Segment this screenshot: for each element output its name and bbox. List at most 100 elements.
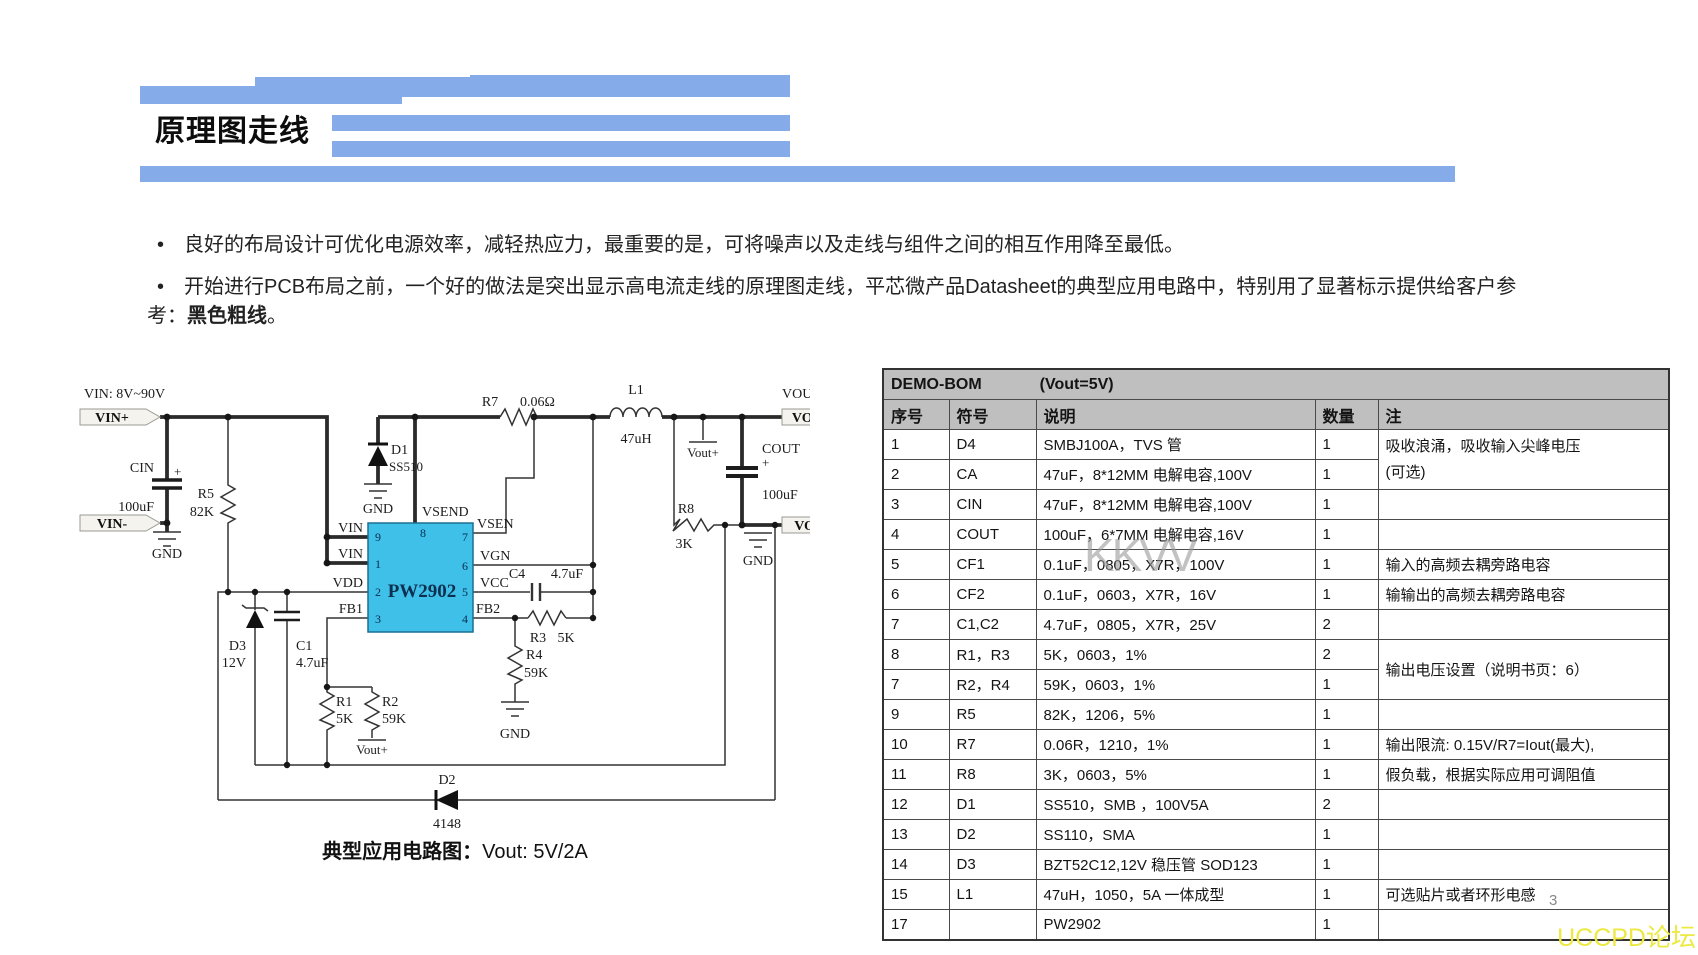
pin-4: 4	[462, 612, 468, 626]
label-vout-net-top: Vout+	[687, 445, 719, 460]
schematic-labels: VIN: 8V~90V VOUT: 5V CIN + 100uF GND R5 …	[84, 383, 810, 832]
header-bar-long	[140, 166, 1455, 182]
watermark: KKVV	[1084, 529, 1198, 581]
cell: 输出限流: 0.15V/R7=Iout(最大),	[1377, 729, 1670, 760]
cell: CF1	[948, 549, 1037, 580]
label-r7-value: 0.06Ω	[520, 395, 555, 410]
schematic-caption: 典型应用电路图：Vout: 5V/2A	[322, 839, 588, 863]
schematic-diagram: VIN+ VIN- VOUT+ VOUT- PW2902 9 1 2 3 8 7…	[79, 383, 810, 863]
cell: 47uF，8*12MM 电解电容,100V	[1035, 489, 1316, 520]
label-r2: R2	[382, 695, 398, 710]
label-d1: D1	[391, 443, 408, 458]
ic-pw2902: PW2902 9 1 2 3 8 7 6 5 4	[367, 522, 474, 633]
label-r3-value: 5K	[557, 631, 574, 646]
label-d2-value: 4148	[433, 817, 461, 832]
cell: 47uH，1050，5A 一体成型	[1035, 879, 1316, 910]
cell: 1	[1314, 819, 1379, 850]
forum-watermark: UCCPD论坛	[1557, 924, 1696, 952]
label-r8: R8	[678, 502, 694, 517]
label-r7: R7	[482, 395, 498, 410]
label-d1-value: SS510	[389, 459, 423, 474]
header-bar-right-1	[332, 115, 790, 131]
label-c4: C4	[509, 567, 525, 582]
terminal-vout-plus-label: VOUT+	[792, 411, 810, 426]
col-header-desc: 说明	[1035, 399, 1316, 430]
pin-3: 3	[375, 612, 381, 626]
pin-2: 2	[375, 585, 381, 599]
label-vin-pin1: VIN	[338, 547, 363, 562]
cell	[1377, 789, 1670, 820]
cell: SS110，SMA	[1035, 819, 1316, 850]
cell: 59K，0603，1%	[1035, 669, 1316, 700]
cell: 1	[1314, 759, 1379, 790]
cell: 0.1uF，0805，X7R，100V	[1035, 549, 1316, 580]
label-vgn: VGN	[480, 549, 510, 564]
label-gnd: GND	[743, 554, 773, 569]
cell	[1377, 609, 1670, 640]
col-header-qty: 数量	[1314, 399, 1379, 430]
terminal-vin-minus-label: VIN-	[97, 517, 128, 532]
cell: 0.1uF，0603，X7R，16V	[1035, 579, 1316, 610]
cell: SMBJ100A，TVS 管	[1035, 429, 1316, 460]
cell: 2	[1314, 639, 1379, 670]
cell: 3K，0603，5%	[1035, 759, 1316, 790]
schematic-caption-bold: 典型应用电路图：	[322, 839, 482, 863]
cell: D2	[948, 819, 1037, 850]
label-vout-rating: VOUT: 5V	[782, 387, 810, 402]
header-bar-right-2	[332, 141, 790, 157]
cell: 1	[1314, 849, 1379, 880]
ic-name: PW2902	[388, 581, 457, 602]
cell: CF2	[948, 579, 1037, 610]
label-gnd: GND	[363, 502, 393, 517]
table-header-row: 序号 符号 说明 数量 注	[882, 399, 1670, 430]
col-header-no: 序号	[882, 399, 950, 430]
cell: CA	[948, 459, 1037, 490]
label-vdd: VDD	[333, 576, 363, 591]
plus-icon: +	[174, 464, 181, 479]
cell: 47uF，8*12MM 电解电容,100V	[1035, 459, 1316, 490]
cell: 1	[1314, 729, 1379, 760]
cell: COUT	[948, 519, 1037, 550]
label-c4-value: 4.7uF	[551, 567, 584, 582]
cell	[948, 909, 1037, 941]
bullet-text-2-bold: 黑色粗线	[187, 305, 267, 327]
cell: 12	[882, 789, 950, 820]
cell: 11	[882, 759, 950, 790]
label-cout: COUT	[762, 442, 801, 457]
cell: 9	[882, 699, 950, 730]
cell: 1	[1314, 459, 1379, 490]
cell: 7	[882, 669, 950, 700]
cell: PW2902	[1035, 909, 1316, 941]
cell: 1	[1314, 909, 1379, 941]
cell: D3	[948, 849, 1037, 880]
label-c1: C1	[296, 639, 312, 654]
label-vout-net-bottom: Vout+	[356, 742, 388, 757]
cell: 15	[882, 879, 950, 910]
cell: 1	[1314, 519, 1379, 550]
cell: CIN	[948, 489, 1037, 520]
cell: R7	[948, 729, 1037, 760]
bullet-marker: •	[157, 234, 165, 256]
label-cin: CIN	[130, 461, 154, 476]
cell: 82K，1206，5%	[1035, 699, 1316, 730]
cell: 14	[882, 849, 950, 880]
cell: 2	[882, 459, 950, 490]
cell: D1	[948, 789, 1037, 820]
terminal-vin-minus: VIN-	[79, 514, 162, 532]
cell: SS510，SMB ，100V5A	[1035, 789, 1316, 820]
label-r3: R3	[530, 631, 546, 646]
label-d3: D3	[229, 639, 246, 654]
bom-title: DEMO-BOM	[891, 375, 982, 393]
schematic-junctions	[163, 413, 779, 769]
bullet-item-2: •开始进行PCB布局之前，一个好的做法是突出显示高电流走线的原理图走线，平芯微产…	[147, 273, 1549, 331]
label-r4-value: 59K	[524, 666, 548, 681]
